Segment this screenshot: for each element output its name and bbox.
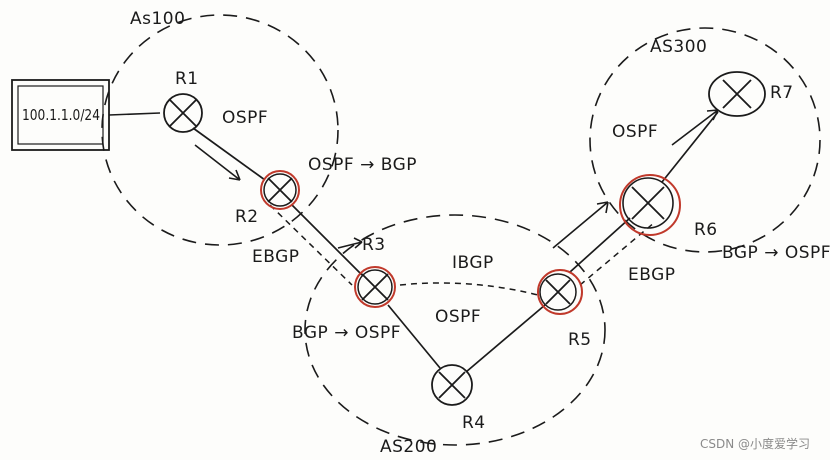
router-r5[interactable] (537, 269, 583, 315)
router-r3[interactable] (354, 266, 396, 308)
redist-r3-label: BGP → OSPF (292, 323, 401, 343)
network-box (11, 79, 161, 151)
link-r4-r5 (465, 304, 546, 373)
arrow-r5-r6 (552, 201, 609, 249)
as100-label: As100 (130, 9, 185, 29)
r4-label: R4 (462, 413, 486, 433)
ebgp-right-label: EBGP (628, 265, 676, 285)
ebgp-left-label: EBGP (252, 247, 300, 267)
link-r2-r3 (291, 204, 363, 276)
as300-boundary (589, 27, 821, 253)
router-r2[interactable] (260, 170, 300, 210)
r3-label: R3 (362, 235, 386, 255)
watermark: CSDN @小度爱学习 (700, 436, 810, 451)
arrow-r3-label (337, 237, 363, 249)
as200-label: AS200 (380, 437, 437, 457)
r6-label: R6 (694, 220, 718, 240)
ibgp-label: IBGP (452, 253, 494, 273)
r1-label: R1 (175, 69, 199, 89)
r5-label: R5 (568, 330, 592, 350)
redist-r2-label: OSPF → BGP (308, 155, 417, 175)
r7-label: R7 (770, 83, 794, 103)
as100-boundary (101, 14, 339, 246)
link-r3-r4 (387, 304, 441, 369)
ospf-as200-label: OSPF (435, 307, 481, 327)
ospf-as100-label: OSPF (222, 108, 268, 128)
router-r7[interactable] (708, 71, 766, 117)
network-label: 100.1.1.0/24 (22, 106, 100, 124)
link-r6-r7 (661, 111, 719, 183)
r2-label: R2 (235, 207, 259, 227)
ospf-as300-label: OSPF (612, 122, 658, 142)
ebgp-session-right (579, 221, 656, 286)
arrow-r1-r2 (194, 144, 241, 181)
router-r1[interactable] (163, 93, 203, 133)
ebgp-session-left (269, 204, 353, 286)
as300-label: AS300 (650, 37, 707, 57)
arrow-r6-r7 (671, 109, 719, 146)
link-r5-r6 (569, 217, 631, 273)
link-r1-r2 (192, 127, 266, 181)
router-r6[interactable] (619, 174, 681, 236)
as200-boundary (304, 214, 606, 446)
router-r4[interactable] (431, 364, 473, 406)
redist-r6-label: BGP → OSPF (722, 243, 830, 263)
ibgp-session (399, 282, 539, 296)
